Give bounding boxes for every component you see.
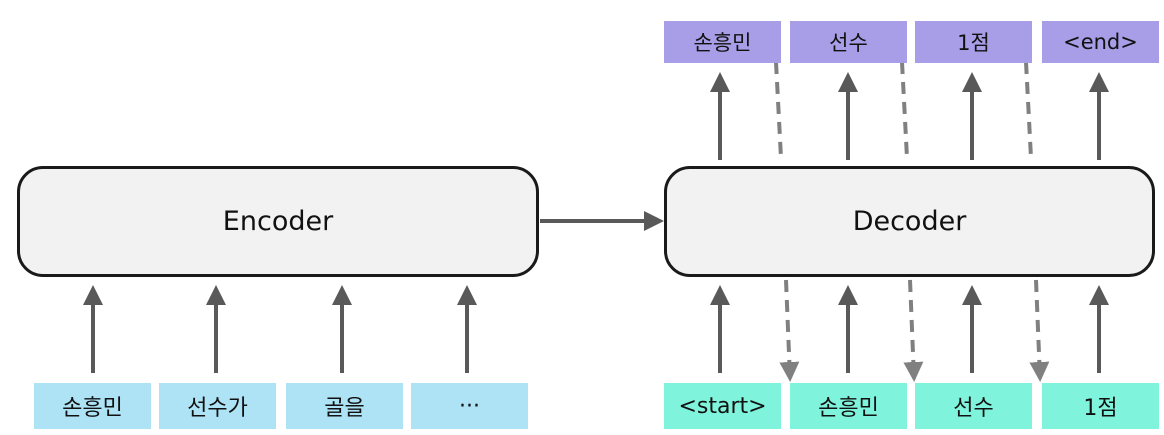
decoder-input-token: <start> xyxy=(664,383,781,429)
decoder-input-token: 손흥민 xyxy=(790,383,907,429)
decoder-output-token: <end> xyxy=(1042,21,1159,63)
encoder-label: Encoder xyxy=(222,206,334,237)
feedback-dashed-line xyxy=(774,61,783,159)
decoder-block: Decoder xyxy=(664,166,1155,277)
decoder-output-token: 1점 xyxy=(915,21,1032,63)
feedback-dashed-arrow xyxy=(1029,279,1050,382)
encoder-block: Encoder xyxy=(17,166,539,277)
feedback-dashed-arrow xyxy=(779,279,800,382)
decoder-input-token: 선수 xyxy=(915,383,1032,429)
decoder-output-token: 선수 xyxy=(790,21,907,63)
decoder-output-token: 손흥민 xyxy=(664,21,781,63)
feedback-dashed-line xyxy=(900,61,909,159)
encoder-input-token: 골을 xyxy=(286,383,403,429)
decoder-input-token: 1점 xyxy=(1042,383,1159,429)
feedback-dashed-arrow xyxy=(903,279,924,382)
decoder-label: Decoder xyxy=(852,206,967,237)
feedback-dashed-line xyxy=(1024,61,1033,159)
encoder-input-token: 선수가 xyxy=(159,383,276,429)
encoder-input-token: 손흥민 xyxy=(34,383,151,429)
encoder-input-token: ··· xyxy=(411,383,528,429)
